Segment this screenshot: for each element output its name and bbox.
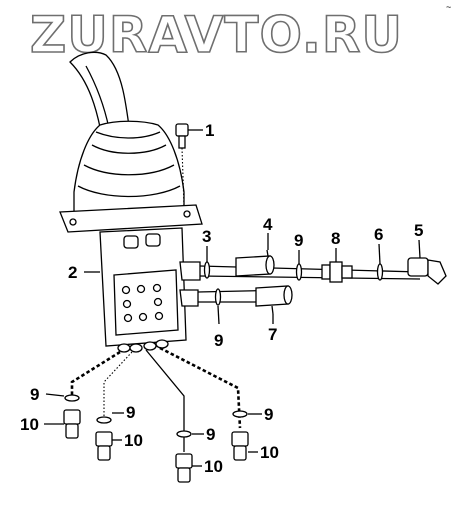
callout-label: 3	[202, 227, 211, 246]
fitting-part-10-a	[63, 394, 81, 439]
callout-label: 7	[268, 325, 277, 344]
valve-housing	[99, 227, 201, 353]
rubber-boot	[73, 120, 185, 227]
callout-label: 10	[204, 457, 223, 476]
fitting-part-10-b	[95, 416, 113, 461]
upper-shaft-assembly	[199, 249, 421, 281]
mounting-flange	[59, 204, 203, 233]
callout-label: 9	[264, 405, 273, 424]
callout-label: 9	[214, 331, 223, 350]
callout-label: 10	[124, 431, 143, 450]
callout-label: 1	[205, 121, 214, 140]
callout-label: 2	[68, 263, 77, 282]
lower-shaft-assembly	[197, 285, 293, 315]
fitting-part-8	[321, 261, 353, 283]
corner-mark: ~	[446, 2, 451, 12]
callout-label: 9	[30, 385, 39, 404]
callout-label: 10	[260, 443, 279, 462]
elbow-part-5	[407, 257, 447, 285]
fitting-part-10-c	[175, 430, 193, 483]
callout-label: 4	[263, 215, 273, 234]
callout-label: 8	[331, 229, 340, 248]
washer-part-6	[376, 263, 384, 281]
callout-label: 10	[20, 415, 39, 434]
callout-label: 5	[414, 221, 423, 240]
callout-label: 9	[206, 425, 215, 444]
callout-label: 6	[374, 225, 383, 244]
callout-label: 9	[126, 403, 135, 422]
leader-lines	[44, 129, 421, 467]
fitting-part-10-d	[231, 410, 249, 461]
callout-label: 9	[294, 231, 303, 250]
